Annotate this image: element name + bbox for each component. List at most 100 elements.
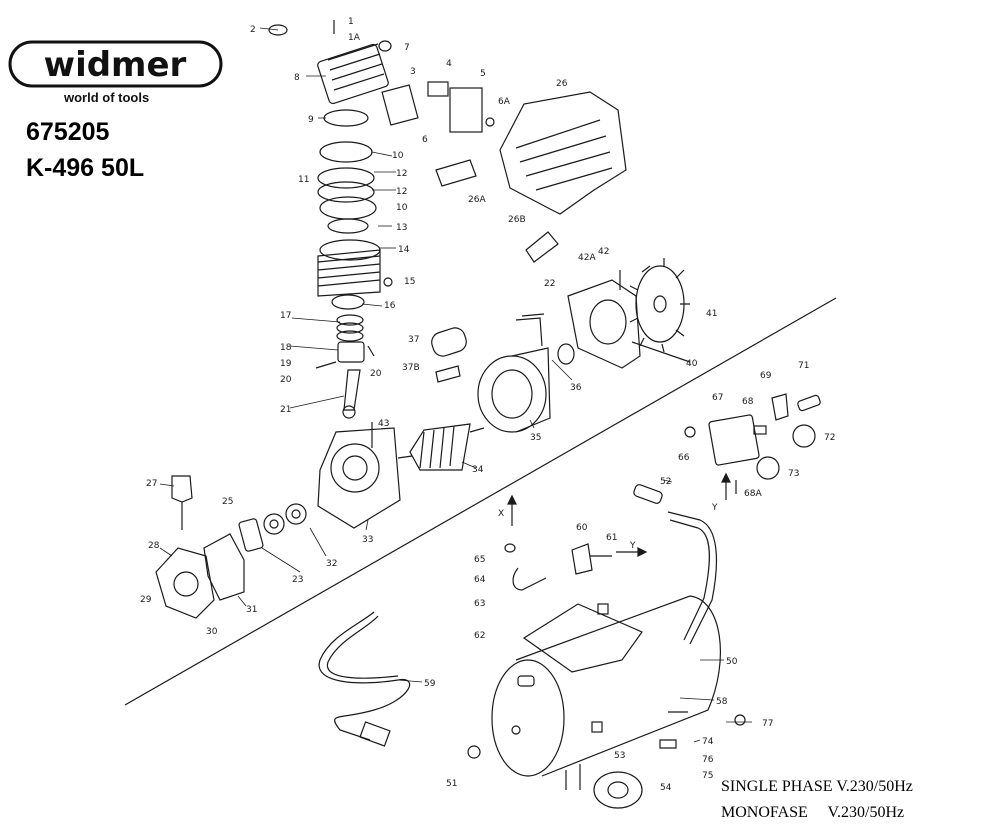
callout-label: 6 (422, 135, 428, 145)
callout-label: 65 (474, 555, 485, 565)
callout-label: Y (629, 541, 636, 551)
callout-label: 11 (298, 175, 309, 185)
callout-label: 18 (280, 343, 292, 353)
callout-label: 37 (408, 335, 419, 345)
check-valve (238, 518, 264, 552)
callout-label: 61 (606, 533, 617, 543)
callout-label: 53 (614, 751, 625, 761)
flow-arrows (507, 472, 731, 557)
callout-label: 50 (726, 657, 738, 667)
capacitor (431, 327, 467, 383)
callout-label: 2 (250, 25, 256, 35)
bearing-32 (285, 503, 307, 525)
widmer-logo: widmer (8, 40, 223, 88)
callout-label: 3 (410, 67, 416, 77)
callout-label: 27 (146, 479, 157, 489)
callout-label: 12 (396, 187, 407, 197)
callout-label: 71 (798, 361, 809, 371)
callout-label: 63 (474, 599, 485, 609)
bearing-23 (263, 513, 285, 535)
callout-label: Y (711, 503, 718, 513)
callout-label: 26B (508, 215, 526, 225)
callout-label: 9 (308, 115, 314, 125)
cooling-fan (629, 258, 690, 353)
callout-label: 5 (480, 69, 486, 79)
leader-lines (159, 27, 752, 743)
callout-label: 68A (744, 489, 762, 499)
callout-label: X (498, 509, 504, 519)
callout-label: 33 (362, 535, 373, 545)
brand-tagline: world of tools (64, 90, 150, 105)
callout-label: 30 (206, 627, 218, 637)
callout-label: 25 (222, 497, 233, 507)
callout-label: 16 (384, 301, 396, 311)
callout-label: 21 (280, 405, 291, 415)
callout-label: 7 (404, 43, 410, 53)
callout-label: 8 (294, 73, 300, 83)
callout-label: 15 (404, 277, 415, 287)
callout-label: 17 (280, 311, 291, 321)
callout-label: 76 (702, 755, 714, 765)
bearing (557, 343, 575, 365)
callout-label: 74 (702, 737, 714, 747)
article-number: 675205 (26, 118, 110, 146)
callout-label: 1 (348, 17, 354, 27)
callout-label: 72 (824, 433, 835, 443)
callout-label: 34 (472, 465, 484, 475)
callout-label: 26A (468, 195, 486, 205)
callout-label: 68 (742, 397, 754, 407)
callout-label: 73 (788, 469, 799, 479)
callout-label: 66 (678, 453, 690, 463)
callout-label: 60 (576, 523, 588, 533)
air-filter (171, 475, 193, 530)
callout-label: 32 (326, 559, 337, 569)
callout-label: 64 (474, 575, 486, 585)
callout-label: 10 (392, 151, 404, 161)
delivery-pipe (504, 484, 718, 645)
callout-label: 41 (706, 309, 717, 319)
callout-label: 26 (556, 79, 568, 89)
callout-label: 14 (398, 245, 410, 255)
crankcase-cover (155, 533, 245, 619)
callout-label: 22 (544, 279, 555, 289)
voltage-spec-it: MONOFASE V.230/50Hz (721, 804, 905, 821)
cylinder-head-assembly (268, 20, 495, 133)
tie-rod (631, 341, 691, 363)
callout-label: 20 (280, 375, 292, 385)
pressure-switch-group (684, 393, 821, 494)
callout-label: 54 (660, 783, 672, 793)
belt-guard-shroud (435, 91, 627, 263)
callout-label: 67 (712, 393, 723, 403)
callout-label: 28 (148, 541, 160, 551)
callout-label: 43 (378, 419, 389, 429)
callout-label: 51 (446, 779, 457, 789)
callout-label: 52 (660, 477, 671, 487)
voltage-spec-en: SINGLE PHASE V.230/50Hz (721, 778, 913, 795)
callout-label: 59 (424, 679, 436, 689)
callout-label: 62 (474, 631, 485, 641)
callout-label: 23 (292, 575, 303, 585)
callout-label: 36 (570, 383, 582, 393)
callout-label: 75 (702, 771, 713, 781)
callout-label: 13 (396, 223, 407, 233)
motor-rotor (397, 423, 485, 471)
callout-label: 19 (280, 359, 292, 369)
callout-label: 58 (716, 697, 728, 707)
callout-label: 4 (446, 59, 452, 69)
separator-line (124, 297, 837, 706)
crankcase (317, 422, 401, 529)
power-cord (318, 611, 411, 747)
piston-assembly (315, 314, 375, 419)
callout-label: 77 (762, 719, 773, 729)
callout-label: 31 (246, 605, 257, 615)
callout-label: 12 (396, 169, 407, 179)
gaskets-stack (317, 109, 377, 234)
callout-label: 6A (498, 97, 511, 107)
motor-flange (567, 279, 641, 369)
motor-stator (477, 313, 551, 433)
callout-label: 29 (140, 595, 152, 605)
callout-label: 37B (402, 363, 420, 373)
callout-label: 42 (598, 247, 609, 257)
callout-label: 40 (686, 359, 698, 369)
